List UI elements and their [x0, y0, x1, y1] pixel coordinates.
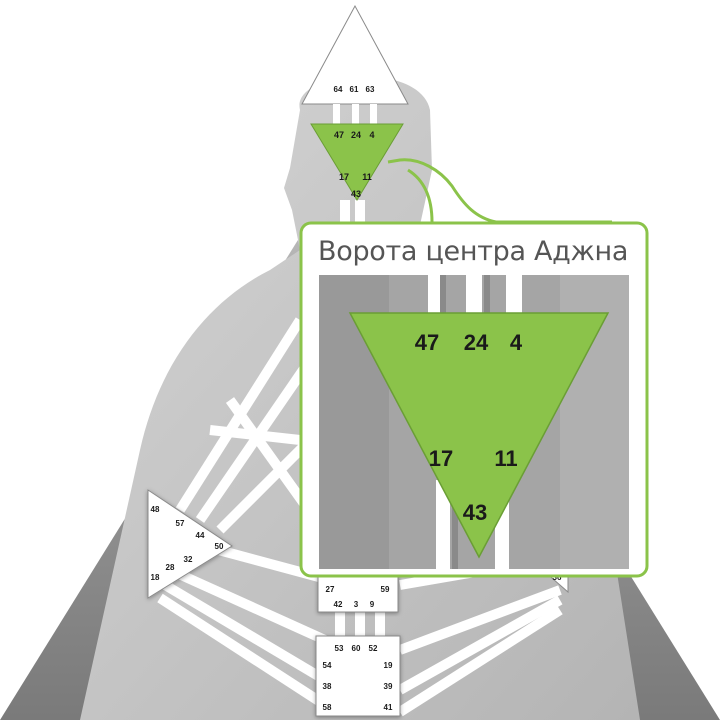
ajna-zoom-gate: 47 [415, 330, 439, 355]
root-gate: 53 [335, 644, 344, 653]
root-gate: 60 [352, 644, 361, 653]
ajna-center[interactable] [310, 123, 404, 201]
root-gate: 38 [323, 682, 332, 691]
head-gate: 64 [334, 85, 343, 94]
root-gate: 39 [384, 682, 393, 691]
spleen-gate: 44 [196, 531, 205, 540]
spleen-gate: 28 [166, 563, 175, 572]
sacral-gate: 27 [326, 585, 335, 594]
ajna-gate: 17 [339, 172, 349, 182]
ajna-zoom-gate: 4 [510, 330, 523, 355]
ajna-center-zoomed[interactable] [348, 312, 610, 559]
ajna-zoom-gate: 11 [494, 446, 517, 471]
sacral-gate: 9 [370, 600, 375, 609]
spleen-gate: 57 [176, 519, 185, 528]
root-gate: 52 [369, 644, 378, 653]
ajna-zoom-gate: 43 [463, 500, 487, 525]
sacral-gate: 3 [354, 600, 359, 609]
ajna-gate: 4 [369, 130, 374, 140]
callout-title: Ворота центра Аджна [318, 236, 629, 267]
ajna-gate: 24 [351, 130, 361, 140]
sacral-gate: 42 [334, 600, 343, 609]
ajna-zoom-gate: 17 [429, 446, 453, 471]
root-gate: 54 [323, 661, 332, 670]
ajna-gate: 43 [351, 189, 361, 199]
spleen-gate: 48 [151, 505, 160, 514]
callout-connector-inner [407, 168, 434, 223]
root-gate: 58 [323, 703, 332, 712]
ajna-zoom-gate: 24 [464, 330, 489, 355]
head-gate: 63 [366, 85, 375, 94]
root-gate: 19 [384, 661, 393, 670]
root-center[interactable] [315, 635, 401, 717]
callout-connector [387, 158, 612, 224]
ajna-gate: 11 [362, 172, 372, 182]
channel-bar [352, 104, 359, 124]
spleen-center[interactable] [147, 489, 233, 599]
spleen-gate: 18 [151, 573, 160, 582]
head-gate: 61 [350, 85, 359, 94]
ajna-gate: 47 [334, 130, 344, 140]
channel-bar [370, 104, 377, 124]
sacral-gate: 59 [381, 585, 390, 594]
root-gate: 41 [384, 703, 393, 712]
channel-bar [333, 104, 340, 124]
spleen-gate: 32 [184, 555, 193, 564]
spleen-gate: 50 [215, 542, 224, 551]
